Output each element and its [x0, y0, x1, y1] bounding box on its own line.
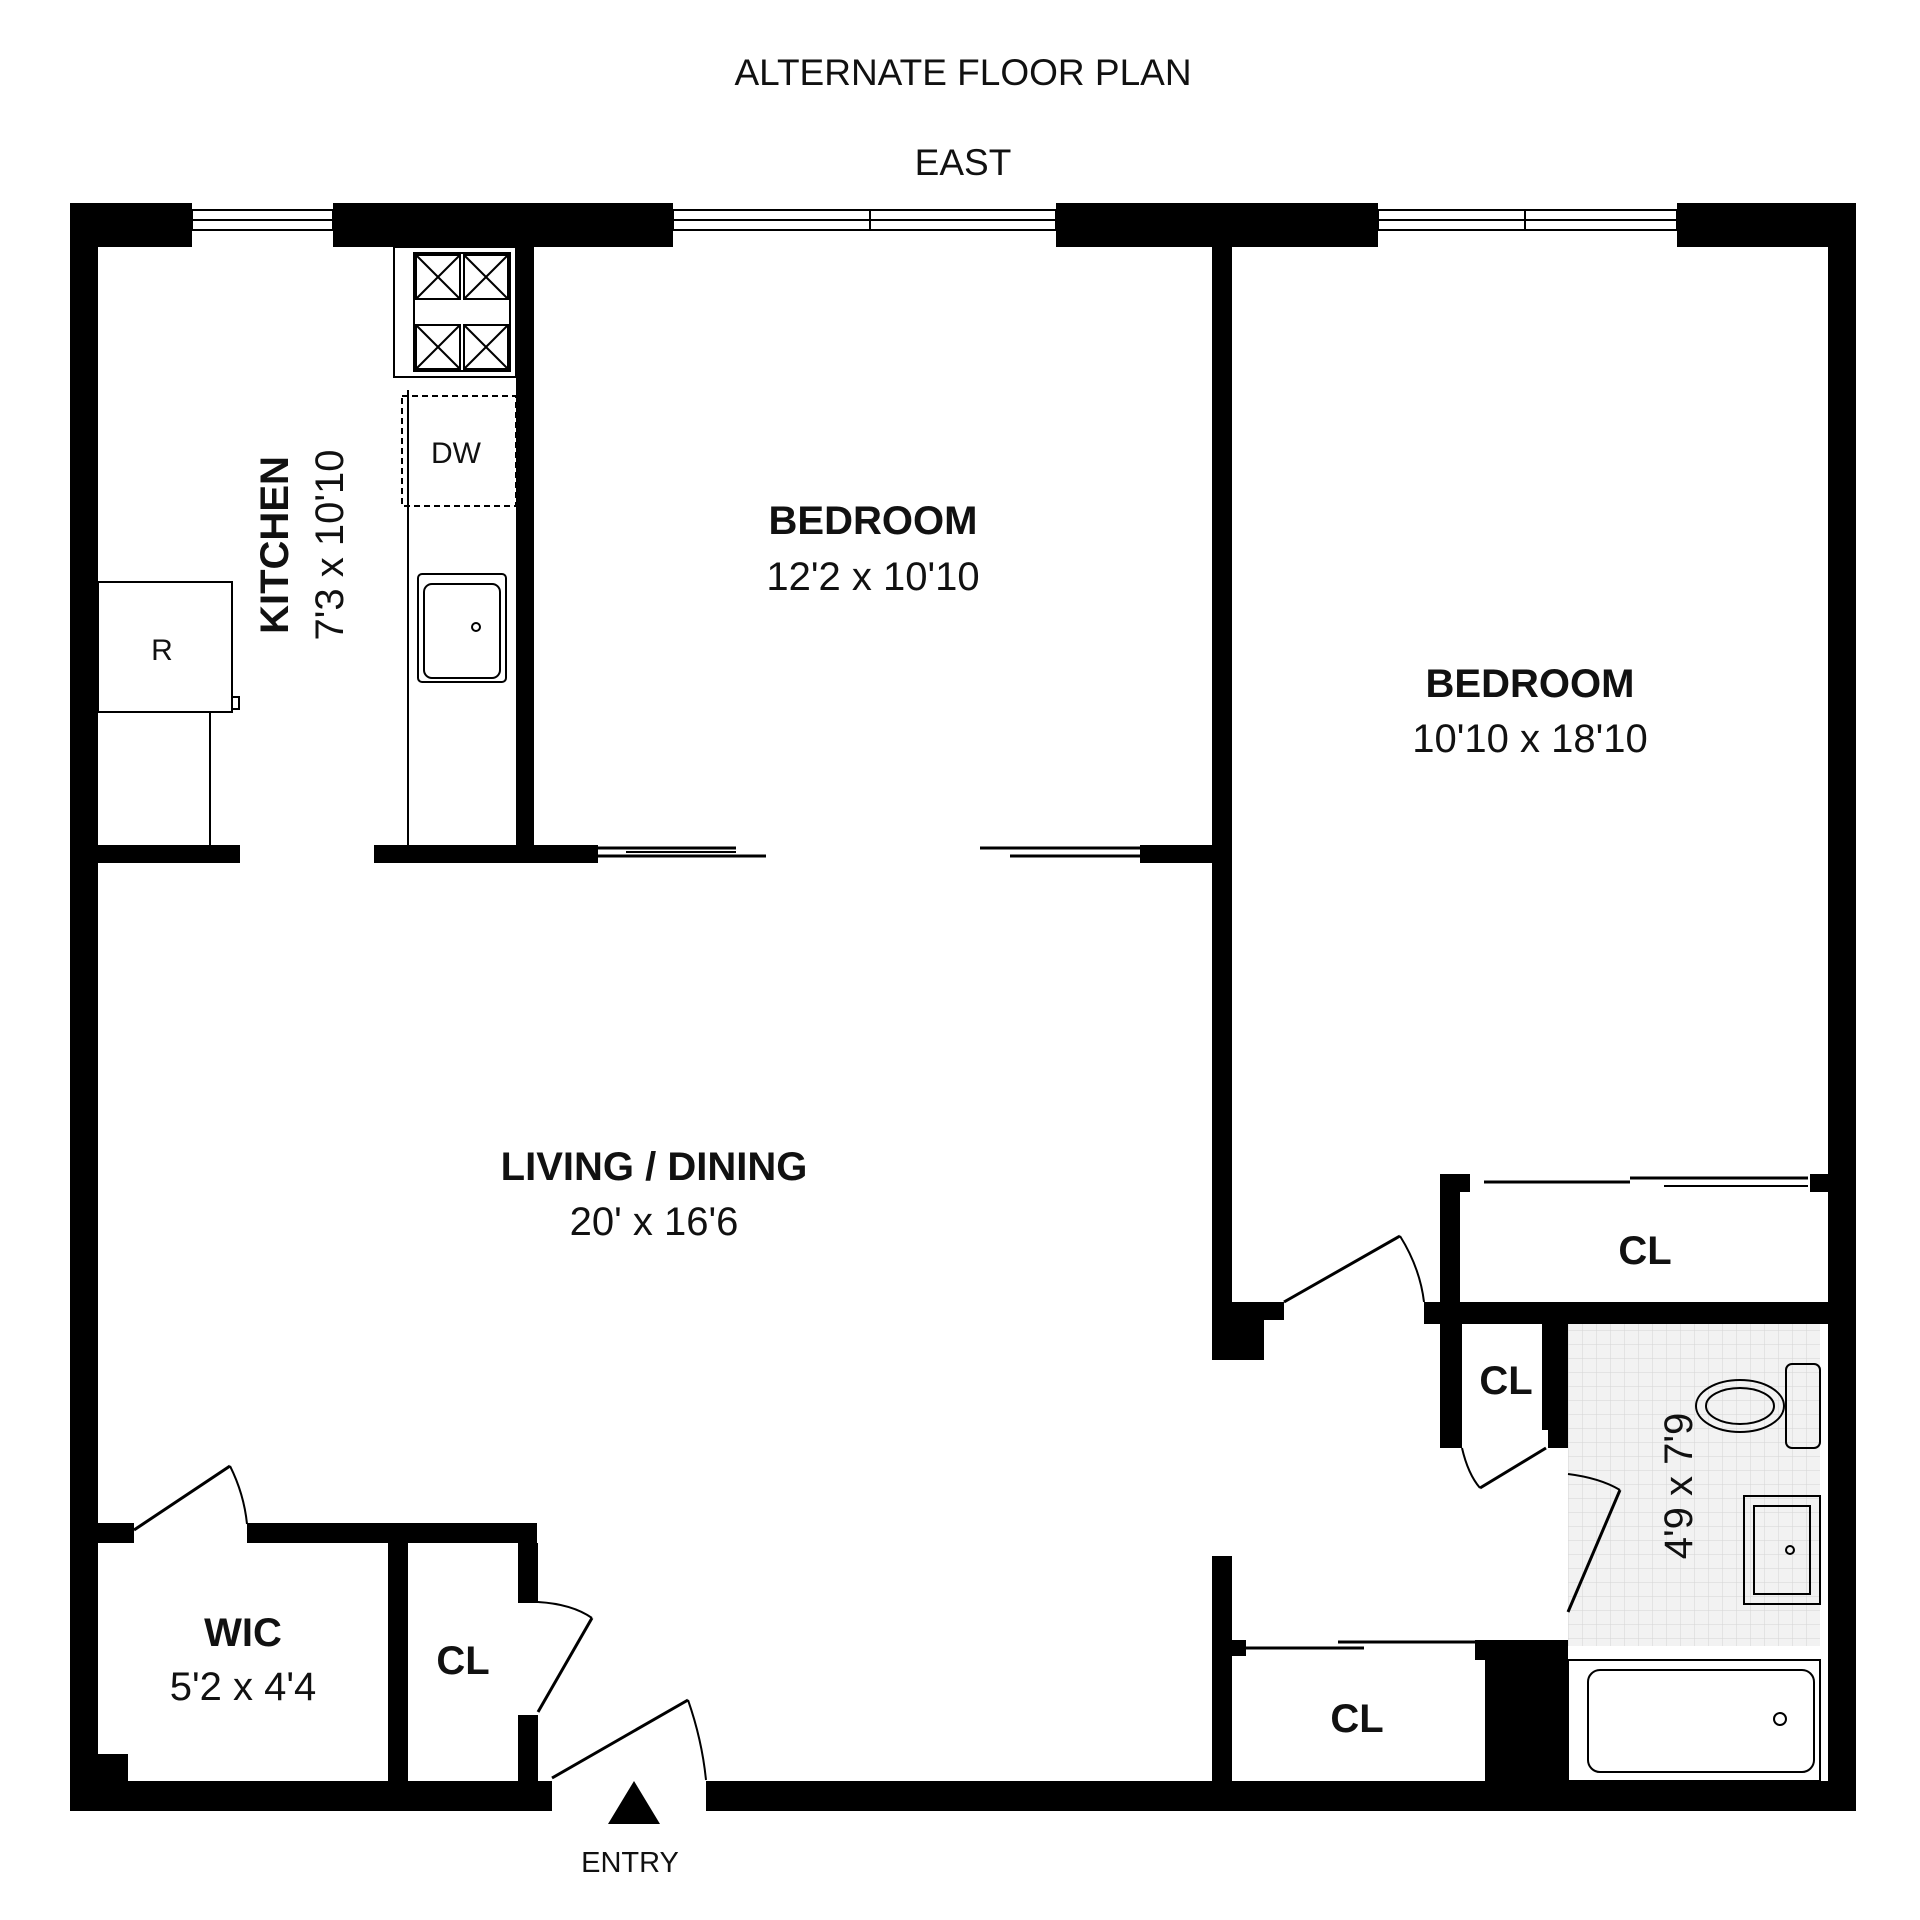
bath-dims: 4'9 x 7'9: [1657, 1413, 1701, 1559]
entry-label: ENTRY: [581, 1847, 679, 1879]
stove-icon: [393, 246, 517, 378]
living-dining-dims: 20' x 16'6: [570, 1200, 739, 1244]
plan-title: ALTERNATE FLOOR PLAN: [734, 52, 1191, 93]
closet-hall-name: CL: [436, 1639, 489, 1683]
bathtub-icon: [1567, 1659, 1821, 1782]
bedroom-1-name: BEDROOM: [769, 499, 978, 543]
kitchen-dims: 7'3 x 10'10: [308, 450, 352, 641]
orientation-label: EAST: [915, 142, 1012, 183]
dishwasher-label: DW: [431, 437, 482, 470]
refrigerator-icon: [97, 581, 240, 845]
wic-name: WIC: [204, 1611, 282, 1655]
sink-icon: [417, 573, 507, 683]
refrigerator-label: R: [151, 634, 173, 667]
closet-small-name: CL: [1479, 1359, 1532, 1403]
exterior-walls: [70, 203, 1856, 1811]
kitchen-fixtures: DW R: [97, 246, 517, 845]
closet-bedroom-name: CL: [1618, 1229, 1671, 1273]
kitchen-name: KITCHEN: [253, 456, 297, 634]
bedroom-2-name: BEDROOM: [1426, 662, 1635, 706]
bath-sink-icon: [1743, 1495, 1821, 1605]
toilet-icon: [1695, 1363, 1821, 1449]
bath-fixtures: [1567, 1363, 1821, 1782]
interior-walls: [98, 247, 1828, 1781]
entry-arrow-icon: [608, 1781, 660, 1824]
wic-dims: 5'2 x 4'4: [170, 1665, 316, 1709]
bedroom-1-dims: 12'2 x 10'10: [766, 555, 979, 599]
doors: [133, 846, 1808, 1781]
windows: [191, 209, 1678, 231]
closet-lower-name: CL: [1330, 1697, 1383, 1741]
bedroom-2-dims: 10'10 x 18'10: [1412, 717, 1647, 761]
living-dining-name: LIVING / DINING: [501, 1145, 808, 1189]
